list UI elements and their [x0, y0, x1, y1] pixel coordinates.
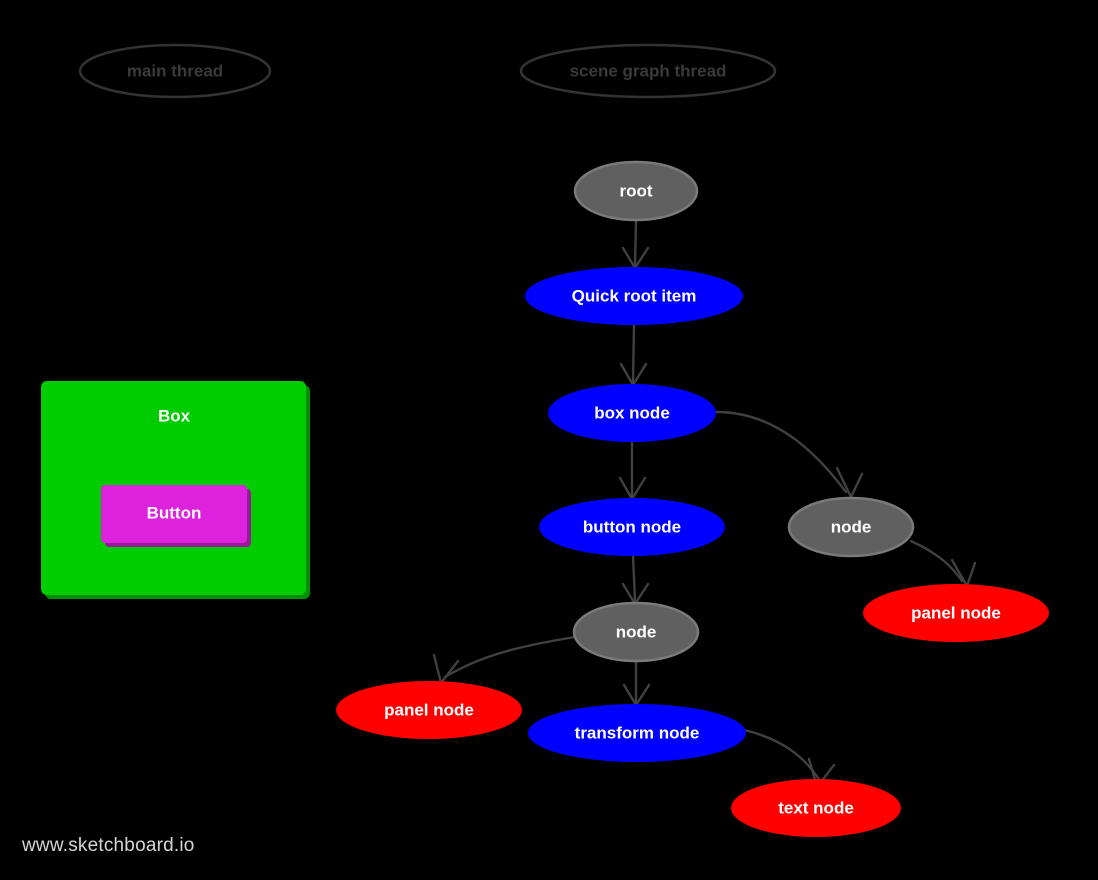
node-node-mid[interactable]: node — [572, 601, 700, 663]
edge-node-right-to-panel-node-right[interactable] — [909, 539, 977, 588]
node-panel-node-right[interactable]: panel node — [863, 584, 1049, 642]
sketchboard-watermark: www.sketchboard.io — [22, 835, 195, 856]
node-label: node — [831, 517, 872, 536]
node-shape — [525, 267, 743, 325]
edge-box-node-to-node-right[interactable] — [714, 410, 864, 499]
swimlane-group: main thread scene graph thread — [78, 43, 777, 99]
node-box-node[interactable]: box node — [548, 384, 716, 442]
edge-line — [633, 218, 638, 267]
node-quick-root-item[interactable]: Quick root item — [525, 267, 743, 325]
arrow-head-icon — [835, 466, 864, 499]
arrow-head-icon — [432, 653, 460, 685]
node-panel-node-left[interactable]: panel node — [336, 681, 522, 739]
node-label: button node — [583, 517, 681, 536]
edge-line — [443, 635, 577, 679]
node-shape — [572, 601, 700, 663]
button-shape-group[interactable]: Button — [101, 485, 251, 547]
node-shape — [548, 384, 716, 442]
node-shape — [863, 584, 1049, 642]
node-root[interactable]: root — [573, 160, 699, 222]
edge-line — [714, 410, 848, 494]
node-node-right[interactable]: node — [787, 496, 915, 558]
node-label: transform node — [575, 723, 700, 742]
node-shape — [787, 496, 915, 558]
edge-line — [742, 728, 822, 783]
node-label: Quick root item — [572, 286, 697, 305]
node-label: text node — [778, 798, 854, 817]
edge-node-mid-to-panel-node-left[interactable] — [432, 635, 577, 685]
edge-quick-root-item-to-box-node[interactable] — [619, 323, 648, 387]
node-shape — [539, 498, 725, 556]
node-button-node[interactable]: button node — [539, 498, 725, 556]
node-shape — [731, 779, 901, 837]
button-rect — [101, 485, 247, 543]
edge-node-mid-to-transform-node[interactable] — [622, 659, 651, 707]
node-shape — [573, 160, 699, 222]
box-label: Box — [158, 406, 191, 425]
swimlane-scene-graph-thread-label: scene graph thread — [570, 61, 727, 80]
swimlane-scene-graph-thread[interactable]: scene graph thread — [519, 43, 777, 99]
node-label: node — [616, 622, 657, 641]
edge-line — [631, 323, 636, 384]
node-transform-node[interactable]: transform node — [528, 704, 746, 762]
node-label: panel node — [384, 700, 474, 719]
button-label: Button — [147, 503, 202, 522]
node-label: root — [619, 181, 652, 200]
node-label: panel node — [911, 603, 1001, 622]
swimlane-main-thread-label: main thread — [127, 61, 223, 80]
edge-line — [909, 539, 964, 583]
edge-line — [631, 554, 637, 603]
edge-transform-node-to-text-node[interactable] — [742, 728, 836, 789]
edge-root-to-quick-root-item[interactable] — [621, 218, 650, 270]
swimlane-main-thread[interactable]: main thread — [78, 43, 272, 99]
edge-button-node-to-node-mid[interactable] — [621, 554, 650, 606]
node-label: box node — [594, 403, 670, 422]
node-shape — [528, 704, 746, 762]
node-text-node[interactable]: text node — [731, 779, 901, 837]
edge-box-node-to-button-node[interactable] — [618, 440, 647, 501]
node-shape — [336, 681, 522, 739]
swimlane-scene-graph-thread-shape — [519, 43, 777, 99]
swimlane-main-thread-shape — [78, 43, 272, 99]
